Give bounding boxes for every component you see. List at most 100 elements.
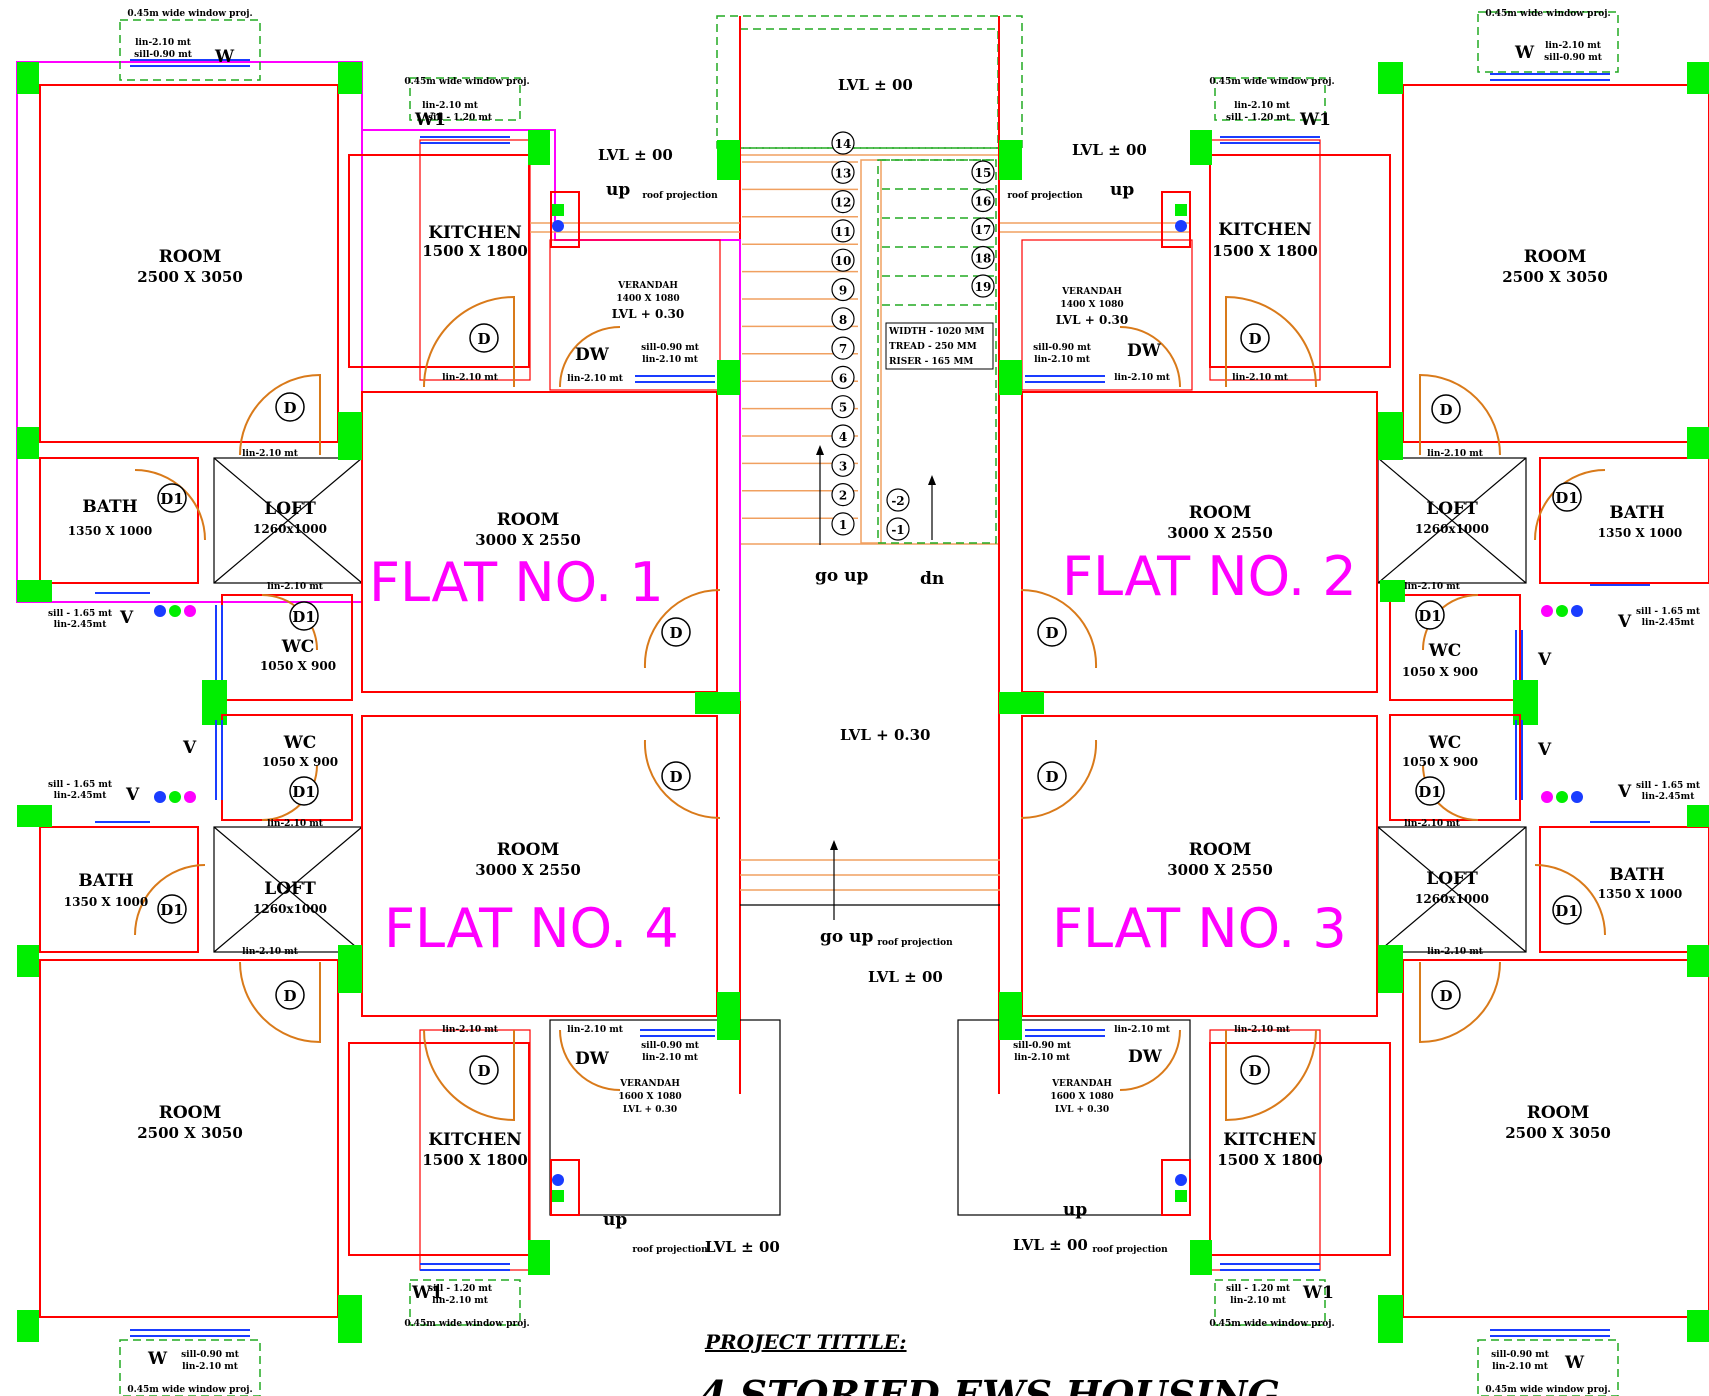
room-label: ROOM: [1189, 503, 1252, 523]
verandah-label: VERANDAH: [617, 281, 678, 291]
bath-label: BATH: [82, 497, 137, 517]
stair-spec-tread: TREAD - 250 MM: [889, 342, 977, 352]
lintel-note: lin-2.10 mt: [442, 373, 499, 383]
step-number-circle: [971, 274, 995, 298]
step-number: 2: [839, 489, 847, 503]
window-v-tag: V: [1617, 782, 1632, 802]
kitchen-dim: 1500 X 1800: [1217, 1151, 1323, 1169]
room-label: ROOM: [159, 1103, 222, 1123]
dn-label: dn: [920, 569, 944, 589]
kitchen-dim: 1500 X 1800: [422, 242, 528, 260]
lintel-note: lin-2.10 mt: [267, 582, 324, 592]
lintel-note: lin-2.45mt: [1642, 618, 1696, 628]
lintel-note: lin-2.10 mt: [1014, 1053, 1071, 1063]
room-label: ROOM: [1527, 1103, 1590, 1123]
step-number-circle: [971, 217, 995, 241]
room-label: ROOM: [497, 840, 560, 860]
kitchen-label: KITCHEN: [428, 223, 521, 243]
step-number-circle: [831, 512, 855, 536]
sill-note: sill - 1.65 mt: [1636, 607, 1701, 617]
lintel-note: lin-2.10 mt: [567, 374, 624, 384]
loft-label: LOFT: [264, 879, 316, 899]
sill-note: sill - 1.20 mt: [428, 1284, 493, 1294]
window-w-tag: W: [1514, 43, 1535, 63]
proj-note: 0.45m wide window proj.: [1485, 1385, 1610, 1395]
lintel-note: lin-2.10 mt: [642, 355, 699, 365]
wc-label: WC: [1428, 733, 1462, 753]
step-number: 17: [975, 223, 992, 237]
door-tag-circle: [1037, 617, 1067, 647]
stair-core: WIDTH - 1020 MM TREAD - 250 MM RISER - 1…: [716, 15, 1023, 1094]
lintel-note: lin-2.10 mt: [1234, 101, 1291, 111]
dw-tag: DW: [575, 345, 610, 365]
room-label: ROOM: [1524, 247, 1587, 267]
verandah-label: VERANDAH: [1061, 287, 1122, 297]
verandah-dim: 1600 X 1080: [618, 1092, 681, 1102]
flat-labels: FLAT NO. 1 FLAT NO. 2 FLAT NO. 3 FLAT NO…: [369, 545, 1357, 960]
lintel-note: lin-2.10 mt: [1492, 1362, 1549, 1372]
wc-label: WC: [283, 733, 317, 753]
lintel-note: lin-2.10 mt: [1427, 449, 1484, 459]
step-number-circle: [831, 483, 855, 507]
loft-label: LOFT: [1426, 869, 1478, 889]
step-number: -2: [891, 494, 904, 508]
proj-note: 0.45m wide window proj.: [127, 9, 252, 19]
flat-3-label: FLAT NO. 3: [1052, 897, 1347, 960]
window-v-tag: V: [1537, 650, 1552, 670]
up-label: up: [1063, 1200, 1087, 1220]
lintel-note: lin-2.10 mt: [1234, 1025, 1291, 1035]
step-number: 5: [839, 401, 847, 415]
door-tag-circle: [1415, 600, 1445, 630]
bath-label: BATH: [78, 871, 133, 891]
door-tag: D1: [292, 783, 315, 801]
step-number-circle: [831, 307, 855, 331]
bath-label: BATH: [1609, 865, 1664, 885]
verandah-level: LVL + 0.30: [1056, 313, 1128, 327]
loft-dim: 1260x1000: [1415, 892, 1489, 906]
sill-note: sill-0.90 mt: [1544, 53, 1603, 63]
door-tag: D1: [160, 490, 183, 508]
level-bottom: LVL ± 00: [868, 968, 943, 986]
loft-dim: 1260x1000: [253, 522, 327, 536]
stair-spec-riser: RISER - 165 MM: [889, 357, 973, 367]
proj-note: 0.45m wide window proj.: [1209, 77, 1334, 87]
proj-note: 0.45m wide window proj.: [404, 77, 529, 87]
verandah-level: LVL + 0.30: [623, 1105, 677, 1115]
door-tag-circle: [1240, 1055, 1270, 1085]
window-v-tag: V: [182, 738, 197, 758]
flat-2-label: FLAT NO. 2: [1062, 545, 1357, 608]
verandah-level: LVL + 0.30: [612, 307, 684, 321]
project-title-heading: PROJECT TITTLE:: [704, 1330, 907, 1354]
room-label: ROOM: [159, 247, 222, 267]
wc-dim: 1050 X 900: [262, 755, 338, 769]
lintel-note: lin-2.45mt: [1642, 792, 1696, 802]
kitchen-label: KITCHEN: [1223, 1130, 1316, 1150]
window-w1-tag: W1: [1302, 1283, 1334, 1303]
title-block: PROJECT TITTLE: 4 STORIED EWS HOUSING: [700, 1330, 1280, 1396]
wc-dim: 1050 X 900: [260, 659, 336, 673]
loft-dim: 1260x1000: [253, 902, 327, 916]
door-tag: D1: [1555, 489, 1578, 507]
up-label: up: [606, 180, 630, 200]
step-number: 11: [835, 225, 852, 239]
step-number: 15: [975, 166, 992, 180]
roof-note: roof projection: [632, 1245, 708, 1255]
door-tag-circle: [661, 761, 691, 791]
flat-2: [999, 11, 1709, 725]
door-tag: D: [477, 330, 490, 348]
verandah-dim: 1400 X 1080: [1060, 300, 1123, 310]
dw-tag: DW: [1128, 1047, 1163, 1067]
go-up-label-lower: go up: [820, 927, 874, 947]
door-tag-circle: [275, 392, 305, 422]
wc-label: WC: [1428, 641, 1462, 661]
verandah-label: VERANDAH: [619, 1079, 680, 1089]
door-tag: D1: [1418, 607, 1441, 625]
step-number-circle: [831, 248, 855, 272]
level-landing: LVL + 0.30: [840, 726, 931, 744]
door-tag-circle: [275, 980, 305, 1010]
step-number-circle: [971, 160, 995, 184]
door-tag: D: [1045, 768, 1058, 786]
door-tag-circle: [1431, 394, 1461, 424]
proj-note: 0.45m wide window proj.: [127, 1385, 252, 1395]
room-dim: 2500 X 3050: [137, 268, 243, 286]
